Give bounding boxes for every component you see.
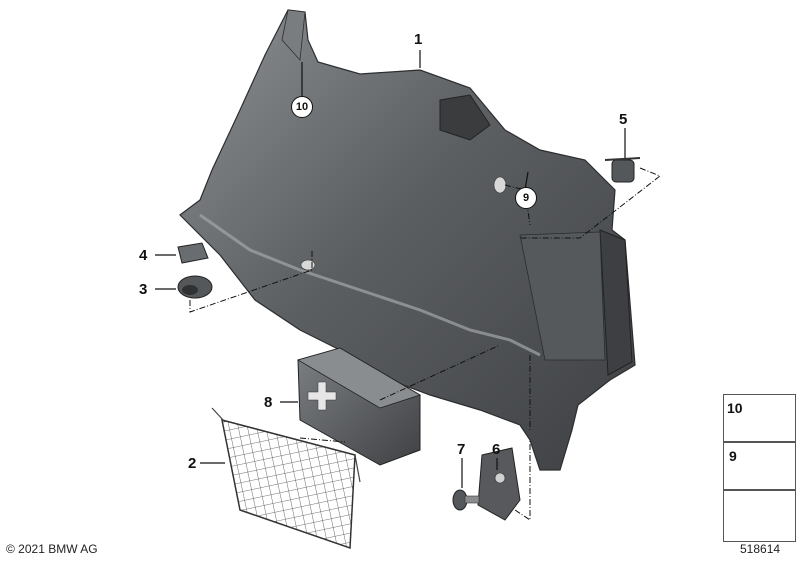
callout-10: 10 bbox=[291, 96, 313, 118]
callout-7: 7 bbox=[457, 441, 466, 458]
callout-1: 1 bbox=[414, 31, 423, 48]
legend-box-item-b bbox=[723, 442, 796, 490]
assembly-lines bbox=[189, 167, 661, 521]
legend-item-a-number: 10 bbox=[727, 400, 743, 416]
cover-plate-3 bbox=[177, 275, 213, 299]
side-trim-panel bbox=[179, 9, 636, 471]
callout-4: 4 bbox=[139, 247, 148, 264]
callout-3: 3 bbox=[139, 281, 148, 298]
callout-9: 9 bbox=[515, 187, 537, 209]
leader-lines bbox=[155, 50, 626, 488]
copyright-text: © 2021 BMW AG bbox=[6, 542, 98, 556]
luggage-net bbox=[211, 407, 361, 550]
legend-item-b-number: 9 bbox=[729, 448, 737, 464]
diagram-number: 518614 bbox=[740, 542, 781, 556]
legend-box-item-a bbox=[723, 394, 796, 442]
first-aid-kit bbox=[296, 347, 421, 466]
clip-5 bbox=[604, 157, 641, 183]
callout-2: 2 bbox=[188, 455, 197, 472]
callout-6: 6 bbox=[492, 441, 501, 458]
bracket-6 bbox=[477, 447, 521, 521]
rivet-7 bbox=[452, 489, 480, 511]
legend-box-view bbox=[723, 490, 796, 542]
cover-cap-4 bbox=[177, 242, 209, 264]
first-aid-cross-icon bbox=[307, 381, 337, 411]
callout-5: 5 bbox=[619, 111, 628, 128]
callout-8: 8 bbox=[264, 394, 273, 411]
